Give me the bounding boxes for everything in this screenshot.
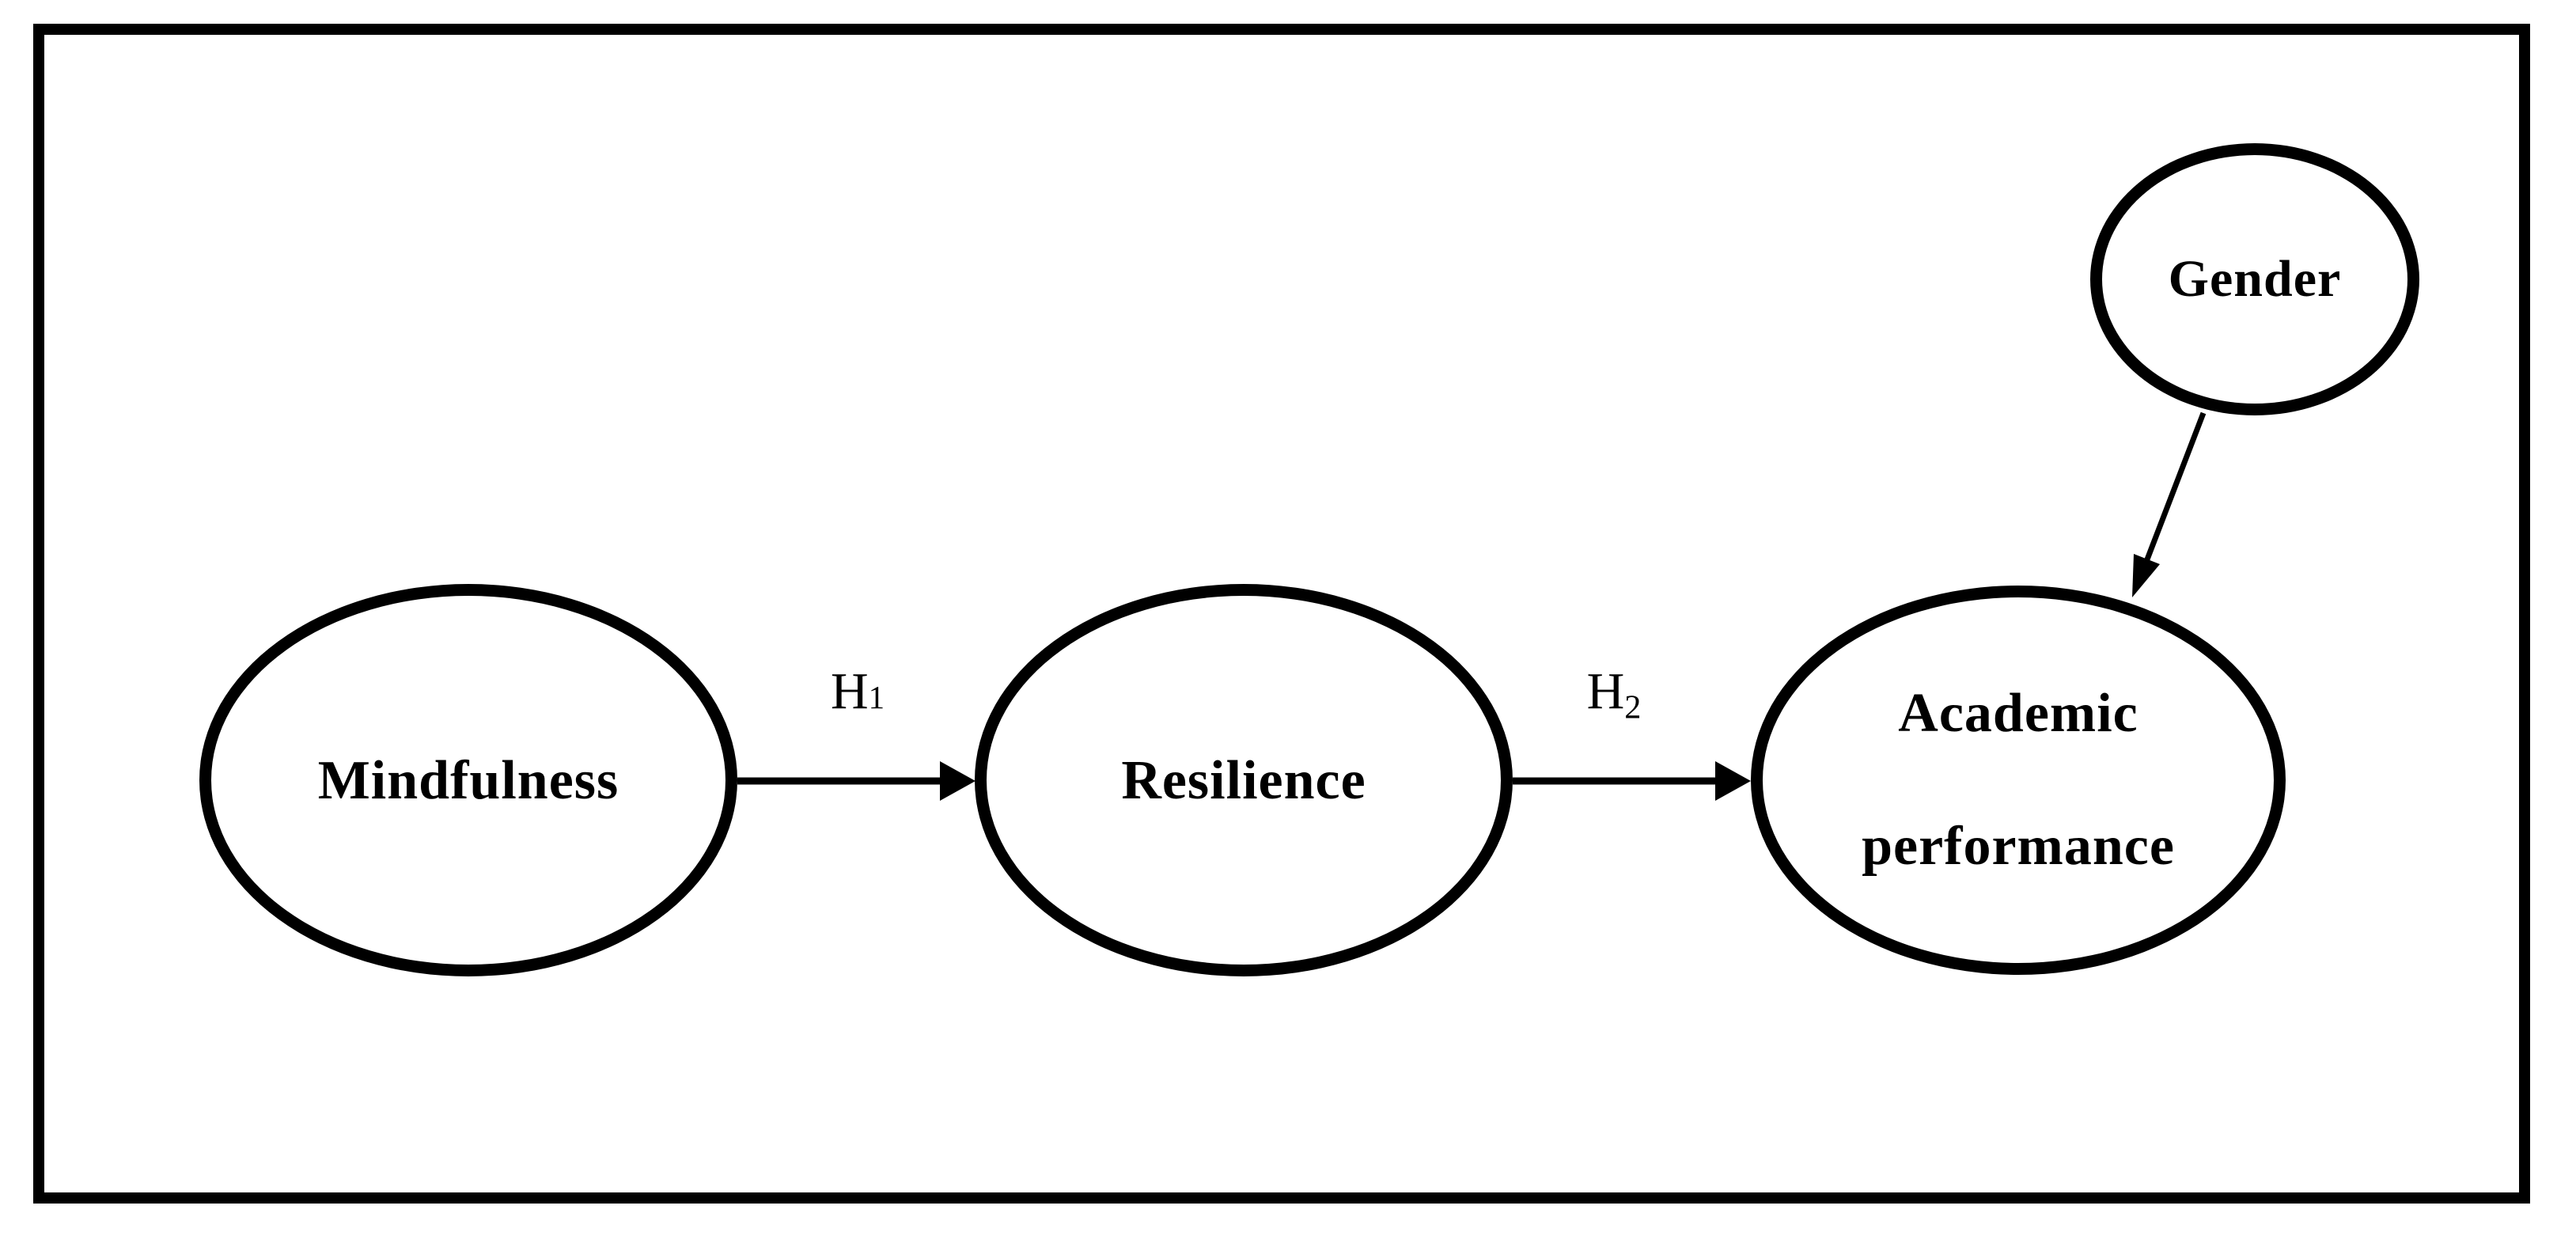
edge-label-h1-subscript: 1 — [868, 680, 885, 715]
edge-label-h2-base: H — [1586, 662, 1625, 720]
node-gender-label: Gender — [2168, 249, 2342, 308]
node-academic-performance-label: Academic performance — [1862, 647, 2175, 913]
node-gender: Gender — [2090, 143, 2419, 415]
edge-label-h1: H1 — [763, 662, 953, 721]
node-academic-performance-label-line1: Academic — [1898, 683, 2138, 744]
arrow-h2-resilience-to-academic — [1513, 761, 1751, 801]
node-academic-performance: Academic performance — [1751, 586, 2286, 975]
node-resilience: Resilience — [975, 584, 1513, 976]
node-academic-performance-label-line2: performance — [1862, 816, 2175, 877]
edge-label-h2: H2 — [1519, 662, 1709, 726]
edge-label-h1-base: H — [830, 662, 869, 720]
node-resilience-label: Resilience — [1121, 749, 1366, 811]
arrow-gender-to-academic — [2132, 411, 2207, 597]
node-mindfulness-label: Mindfulness — [317, 749, 619, 811]
arrow-h1-mindfulness-to-resilience — [737, 761, 975, 801]
edge-label-h2-subscript: 2 — [1624, 688, 1642, 726]
node-mindfulness: Mindfulness — [199, 584, 737, 976]
